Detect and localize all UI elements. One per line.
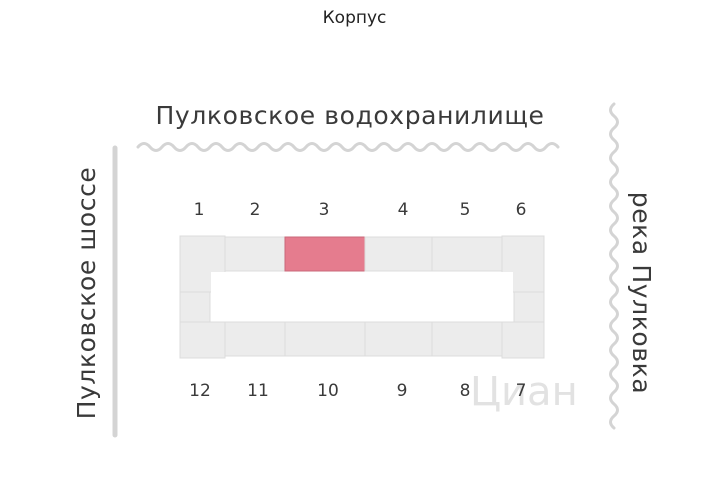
section-number-8: 8 — [460, 381, 471, 401]
section-9[interactable] — [364, 321, 433, 357]
section-5[interactable] — [431, 236, 503, 272]
section-10[interactable] — [284, 321, 366, 357]
watermark: Циан — [470, 369, 578, 415]
section-7[interactable] — [501, 321, 545, 359]
section-number-11: 11 — [247, 381, 269, 401]
section-number-7: 7 — [516, 381, 527, 401]
section-number-5: 5 — [460, 200, 471, 220]
section-number-12: 12 — [189, 381, 211, 401]
courtyard — [211, 272, 513, 321]
section-12[interactable] — [179, 321, 226, 359]
section-number-3: 3 — [319, 200, 330, 220]
section-number-10: 10 — [317, 381, 339, 401]
reservoir-label: Пулковское водохранилище — [156, 101, 545, 130]
section-number-9: 9 — [397, 381, 408, 401]
section-6[interactable] — [501, 235, 545, 293]
section-number-2: 2 — [250, 200, 261, 220]
section-number-4: 4 — [398, 200, 409, 220]
section-3[interactable] — [284, 236, 366, 272]
section-1-lower[interactable] — [179, 291, 211, 323]
section-8[interactable] — [431, 321, 503, 357]
reservoir-wave — [136, 142, 560, 152]
section-4[interactable] — [364, 236, 433, 272]
section-2[interactable] — [224, 236, 286, 272]
river-label: река Пулковка — [627, 192, 656, 395]
section-11[interactable] — [224, 321, 286, 357]
road-label: Пулковское шоссе — [72, 167, 101, 420]
section-number-6: 6 — [516, 200, 527, 220]
page-title: Корпус — [322, 8, 387, 28]
river-wave — [609, 102, 619, 430]
section-number-1: 1 — [194, 200, 205, 220]
section-6-lower[interactable] — [513, 291, 545, 323]
